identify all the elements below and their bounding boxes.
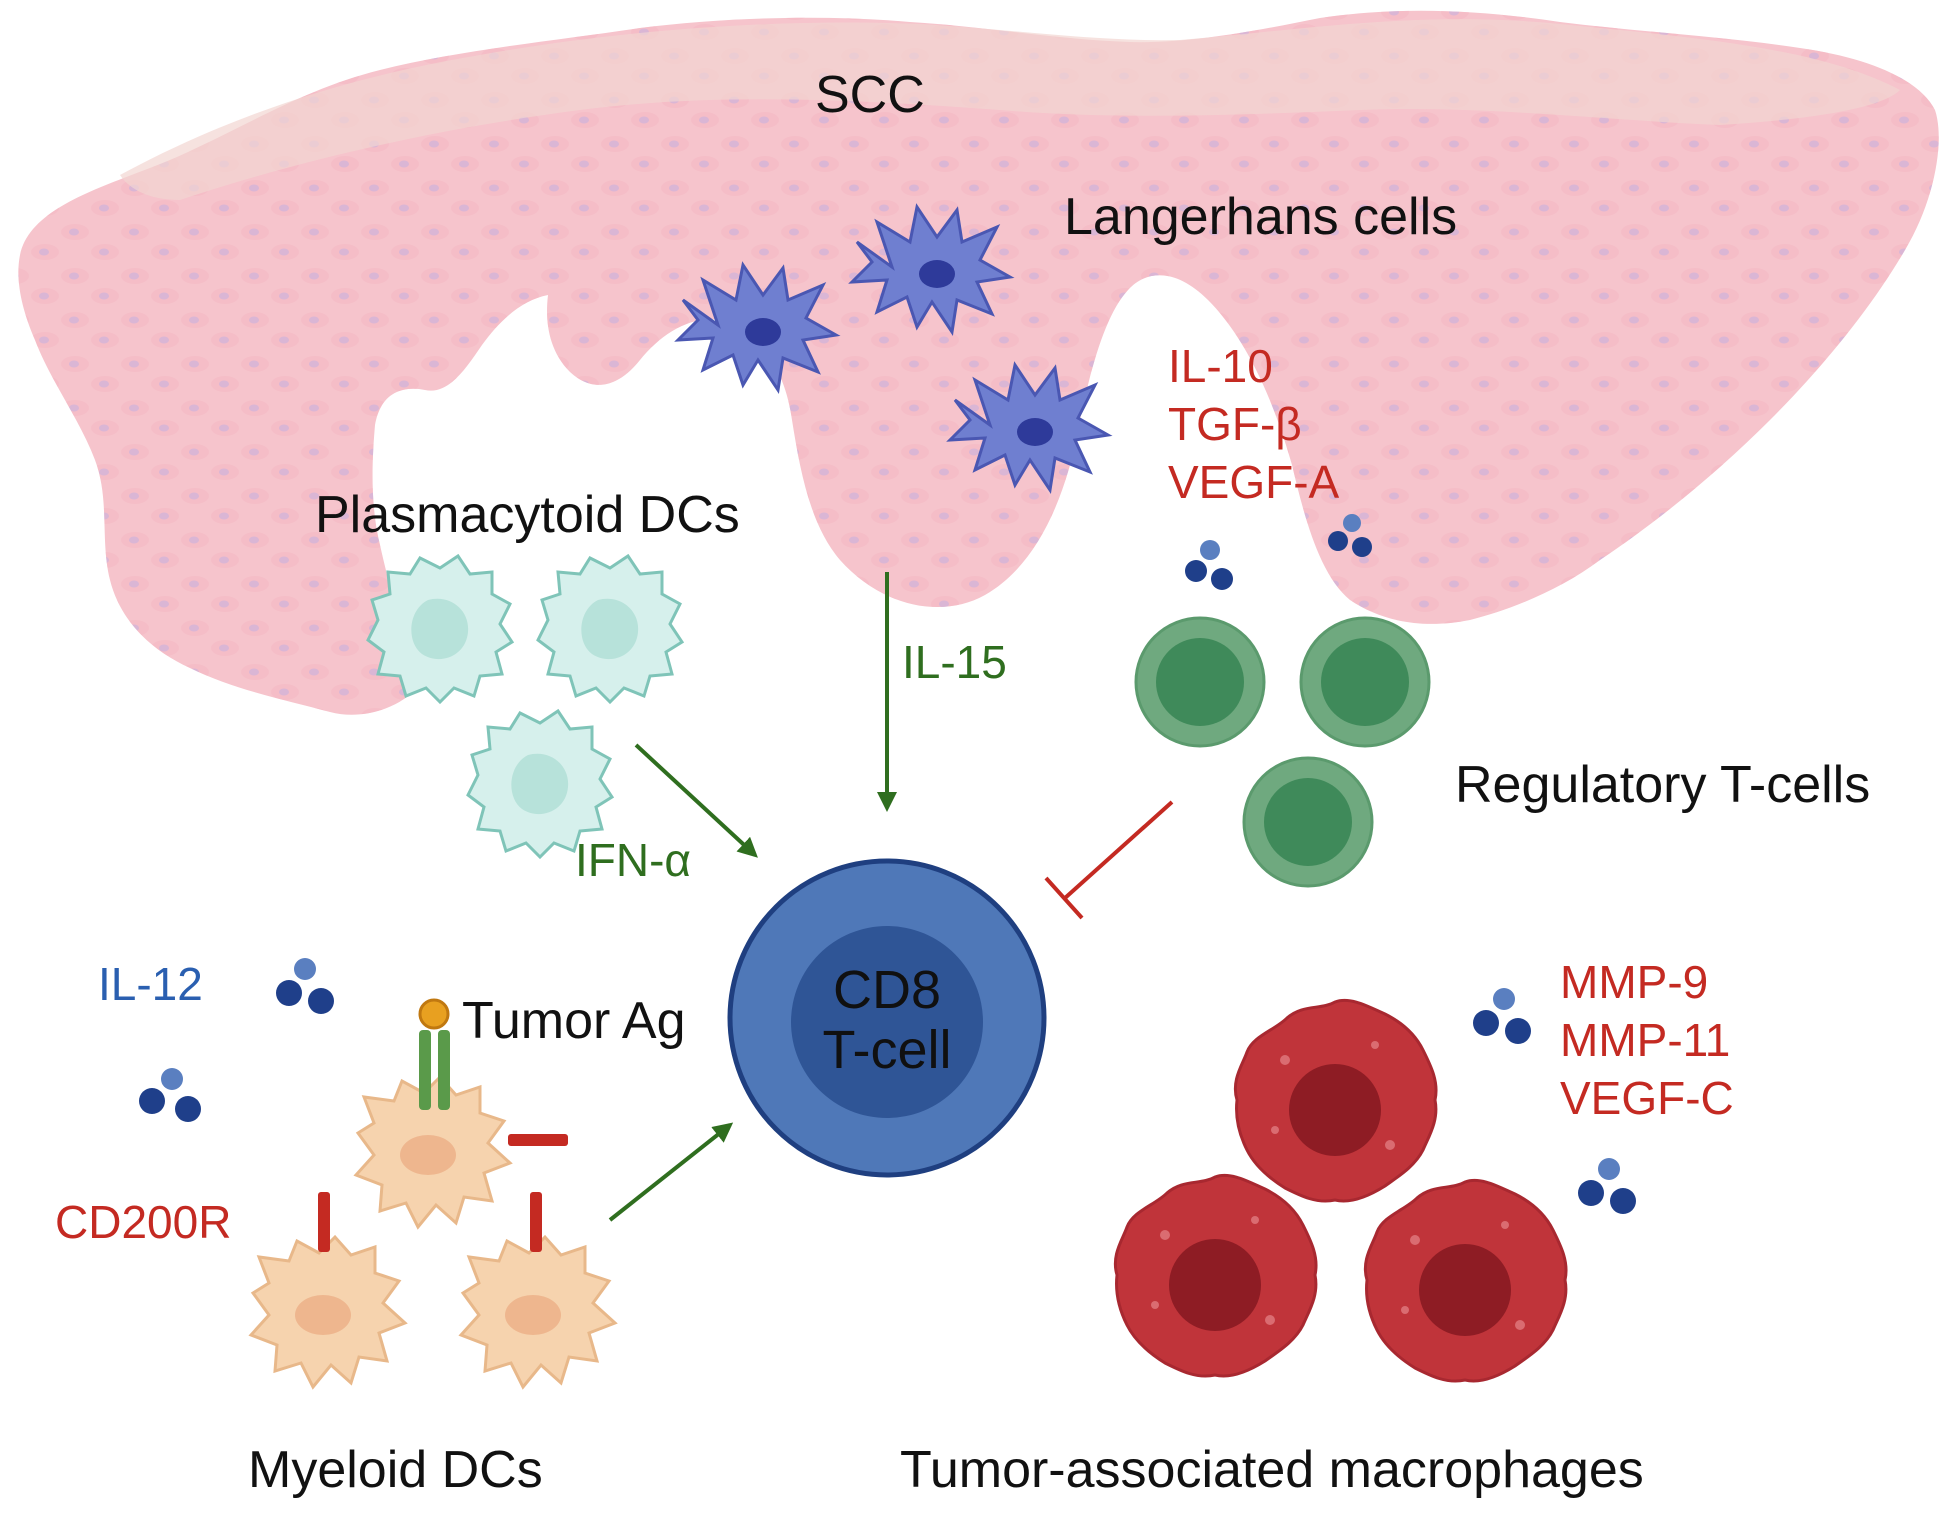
regulatory-t-cell — [1134, 616, 1266, 748]
treg-cytokine-label: TGF-β — [1168, 398, 1302, 450]
ifn-alpha-label: IFN-α — [575, 834, 691, 886]
regulatory-t-cell — [1299, 616, 1431, 748]
plasmacytoid-dc — [366, 553, 515, 705]
tcr-receptor — [419, 1030, 431, 1110]
cytokine-cluster — [1185, 540, 1233, 590]
macrophage — [1113, 1174, 1318, 1378]
langerhans-cell — [674, 261, 841, 395]
cd8-t-cell — [727, 858, 1047, 1178]
langerhans-cells — [674, 203, 1113, 495]
myeloid-label: Myeloid DCs — [248, 1441, 543, 1499]
plasmacytoid-dc — [466, 708, 615, 860]
tam-label: Tumor-associated macrophages — [900, 1441, 1644, 1499]
cd8-label-line1: CD8 — [833, 960, 941, 1020]
interaction-arrows — [608, 572, 1174, 1222]
myeloid-dc — [248, 1234, 408, 1390]
cd200r-receptor — [530, 1192, 542, 1252]
cytokine-cluster — [139, 1068, 201, 1122]
tumor-associated-macrophages — [1113, 999, 1568, 1383]
tam-cytokine-label: VEGF-C — [1560, 1072, 1734, 1124]
cytokine-clusters — [139, 514, 1636, 1214]
cytokine-cluster — [1473, 988, 1531, 1044]
langerhans-cell — [848, 203, 1015, 337]
tam-cytokine-label: MMP-11 — [1560, 1014, 1730, 1066]
plasmacytoid-dc — [536, 553, 685, 705]
langerhans-label: Langerhans cells — [1064, 188, 1457, 246]
macrophage — [1363, 1179, 1568, 1383]
labels: SCC Langerhans cells Plasmacytoid DCs IL… — [55, 66, 1870, 1499]
regulatory-t-cells — [1134, 616, 1431, 888]
plasmacytoid-label: Plasmacytoid DCs — [315, 486, 740, 544]
regulatory-label: Regulatory T-cells — [1455, 756, 1870, 814]
plasmacytoid-dcs — [366, 553, 685, 860]
cd8-label-line2: T-cell — [822, 1020, 951, 1080]
tcr-receptor — [438, 1030, 450, 1110]
il12-label: IL-12 — [98, 958, 203, 1010]
cd8-nucleus — [791, 926, 983, 1118]
scc-tissue — [18, 10, 1939, 715]
tumor-ag-label: Tumor Ag — [462, 992, 686, 1050]
keratin-layer — [120, 19, 1900, 200]
cytokine-cluster — [1578, 1158, 1636, 1214]
myeloid-dcs — [248, 998, 618, 1390]
treg-inhibition — [1044, 800, 1174, 920]
macrophage — [1233, 999, 1438, 1203]
regulatory-t-cell — [1242, 756, 1374, 888]
il15-label: IL-15 — [902, 636, 1007, 688]
cd200r-receptor — [508, 1134, 568, 1146]
cytokine-cluster — [276, 958, 334, 1014]
cd200r-label: CD200R — [55, 1196, 231, 1248]
treg-cytokine-label: VEGF-A — [1168, 456, 1340, 508]
ifn-alpha-arrow — [634, 743, 758, 858]
langerhans-cell — [946, 361, 1113, 495]
scc-label: SCC — [815, 66, 925, 124]
myeloid-dc — [458, 1234, 618, 1390]
treg-cytokine-label: IL-10 — [1168, 340, 1273, 392]
tam-cytokine-label: MMP-9 — [1560, 956, 1708, 1008]
cd200r-receptor — [318, 1192, 330, 1252]
myeloid-dc — [353, 1074, 513, 1230]
cytokine-cluster — [1328, 514, 1372, 557]
tissue-texture — [18, 10, 1939, 715]
myeloid-activation-arrow — [608, 1122, 734, 1222]
tumor-antigen-icon — [418, 998, 450, 1030]
